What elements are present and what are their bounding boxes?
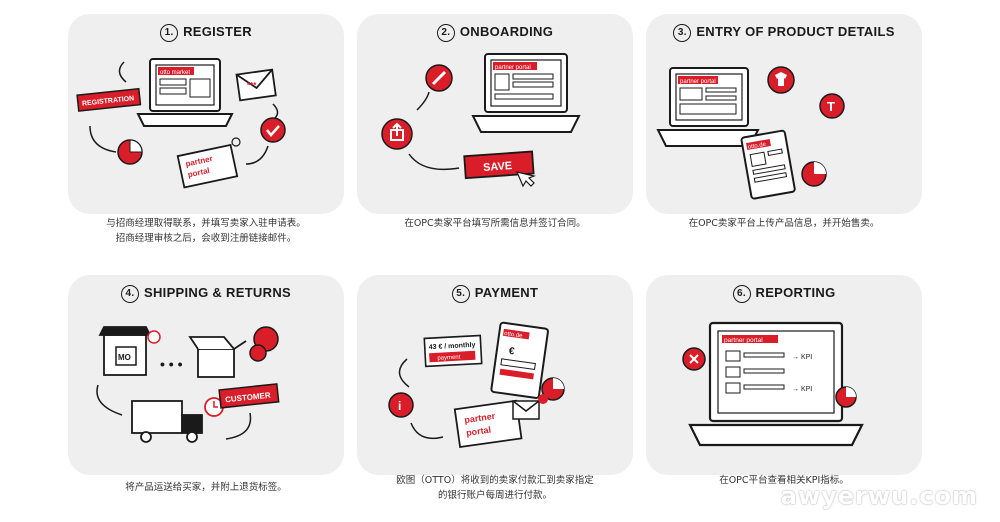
- step-title-text: REPORTING: [755, 285, 836, 300]
- euro-label: €: [508, 346, 515, 358]
- svg-text:• • •: • • •: [160, 356, 183, 372]
- invoice-card: 43 € / monthly payment: [423, 334, 483, 368]
- step-title: 3. ENTRY OF PRODUCT DETAILS: [646, 24, 922, 42]
- step-number: 3.: [673, 24, 692, 42]
- shipping-illustration: MO • • • CUSTOMER: [96, 326, 280, 443]
- step-title: 5. PAYMENT: [357, 285, 633, 303]
- calendar-icon: MO: [115, 346, 137, 366]
- partner-portal-label: partner portal: [724, 337, 763, 344]
- cursor-icon: [515, 171, 536, 188]
- payment-illustration: 43 € / monthly payment otto.de € i partn…: [388, 321, 565, 448]
- pushpin-icon: [682, 347, 706, 371]
- desc-line: 在OPC卖家平台填写所需信息并签订合同。: [404, 218, 586, 229]
- svg-text:T: T: [827, 99, 835, 114]
- step-description: 在OPC卖家平台填写所需信息并签订合同。: [357, 216, 633, 231]
- register-illustration: otto market REGISTRATION *** partner por…: [76, 58, 286, 189]
- pie-icon: [801, 161, 827, 187]
- step-title-text: ENTRY OF PRODUCT DETAILS: [696, 24, 895, 39]
- save-label: SAVE: [483, 160, 513, 174]
- otto-market-label: otto market: [160, 70, 190, 76]
- password-stars: ***: [247, 81, 257, 90]
- upload-icon: [381, 118, 413, 150]
- desc-line: 招商经理审核之后，会收到注册链接邮件。: [115, 233, 297, 244]
- gift-icon: [249, 326, 279, 362]
- step-number: 6.: [732, 285, 751, 303]
- pie-cursor-icon: [117, 139, 143, 165]
- pie-icon: [541, 377, 565, 401]
- otto-de-label: otto.de: [747, 142, 767, 151]
- step-title: 4. SHIPPING & RETURNS: [68, 285, 344, 303]
- delivery-truck-icon: [131, 400, 203, 443]
- desc-line: 与招商经理取得联系，并填写卖家入驻申请表。: [106, 218, 306, 229]
- step-number: 2.: [436, 24, 455, 42]
- step-description: 与招商经理取得联系，并填写卖家入驻申请表。 招商经理审核之后，会收到注册链接邮件…: [68, 216, 344, 246]
- partner-portal-card: partner portal: [176, 143, 239, 189]
- step-number: 5.: [451, 285, 470, 303]
- step-number: 1.: [160, 24, 179, 42]
- step-title-text: REGISTER: [183, 24, 252, 39]
- clock-icon: [147, 330, 161, 344]
- info-icon: i: [388, 392, 414, 418]
- step-title-text: ONBOARDING: [459, 24, 554, 39]
- desc-line: 将产品运送给买家，并附上退货标签。: [125, 482, 287, 493]
- payment-label: payment: [437, 355, 461, 362]
- step-title-text: SHIPPING & RETURNS: [144, 285, 291, 300]
- notification-dot: [538, 394, 548, 404]
- save-button-illustration: SAVE: [463, 150, 535, 180]
- svg-text:i: i: [398, 399, 401, 413]
- pie-icon: [835, 386, 857, 408]
- step-description: 在OPC卖家平台上传产品信息，并开始售卖。: [646, 216, 922, 231]
- desc-line: 欧图（OTTO）将收到的卖家付款汇到卖家指定: [396, 475, 594, 486]
- partner-portal-card: partner portal: [453, 399, 523, 448]
- envelope-icon: [512, 400, 540, 420]
- calendar-mo-label: MO: [118, 353, 131, 362]
- kpi-label: → KPI: [792, 386, 812, 393]
- edit-pen-icon: [425, 64, 453, 92]
- desc-line: 在OPC卖家平台上传产品信息，并开始售卖。: [688, 218, 880, 229]
- text-tool-icon: T: [819, 93, 845, 119]
- onboarding-illustration: partner portal SAVE: [381, 53, 581, 188]
- customer-tag: CUSTOMER: [218, 383, 280, 409]
- partner-label: partner: [464, 411, 497, 425]
- step-description: 在OPC平台查看相关KPI指标。: [646, 473, 922, 488]
- registration-banner: REGISTRATION: [76, 87, 142, 112]
- desc-line: 的银行账户每周进行付款。: [437, 490, 552, 501]
- product-details-illustration: partner portal T otto.de: [656, 66, 845, 200]
- reporting-illustration: partner portal → KPI → KPI: [682, 321, 864, 447]
- envelope-icon: [235, 68, 277, 102]
- tablet-icon: otto.de €: [490, 321, 549, 399]
- laptop-icon: [688, 321, 864, 447]
- price-label: 43 € / monthly: [429, 342, 476, 351]
- portal-label: portal: [465, 425, 491, 438]
- step-tile: [357, 14, 633, 214]
- partner-portal-label: partner portal: [680, 79, 716, 85]
- step-title: 6. REPORTING: [646, 285, 922, 303]
- partner-portal-label: partner portal: [495, 65, 531, 71]
- step-description: 将产品运送给买家，并附上退货标签。: [68, 480, 344, 495]
- check-circle-icon: [260, 117, 286, 143]
- step-title-text: PAYMENT: [474, 285, 539, 300]
- step-title: 1. REGISTER: [68, 24, 344, 42]
- step-description: 欧图（OTTO）将收到的卖家付款汇到卖家指定 的银行账户每周进行付款。: [357, 473, 633, 503]
- kpi-label: → KPI: [792, 354, 812, 361]
- tablet-icon: otto.de: [740, 129, 796, 200]
- otto-de-label: otto.de: [504, 331, 524, 340]
- shirt-pin-icon: [767, 66, 795, 94]
- step-title: 2. ONBOARDING: [357, 24, 633, 42]
- desc-line: 在OPC平台查看相关KPI指标。: [719, 475, 849, 486]
- step-number: 4.: [121, 285, 139, 303]
- open-box-icon: [188, 336, 247, 378]
- site-watermark: awyerwu.com: [780, 482, 978, 510]
